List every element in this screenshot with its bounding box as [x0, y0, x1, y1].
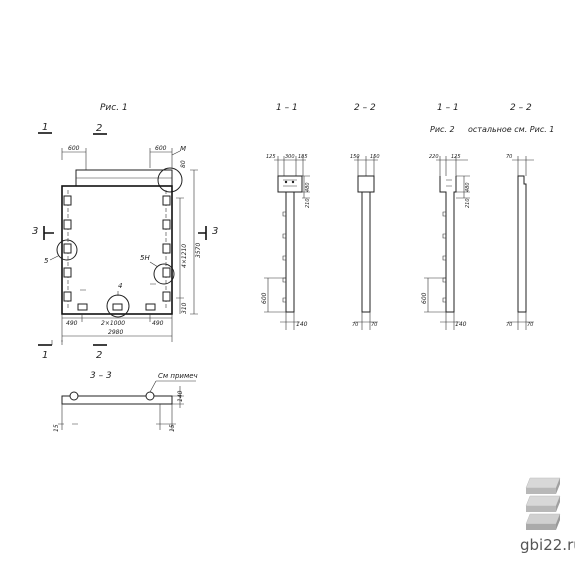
- sec11a-d185: 185: [298, 154, 308, 160]
- sec11a-d600: 600: [261, 292, 268, 304]
- section-1-top-label: 1: [42, 122, 48, 133]
- fig2-title: Рис. 2: [430, 125, 455, 134]
- stacked-slabs-icon: [525, 477, 561, 530]
- left-loops: [63, 195, 72, 302]
- sec11a-d300: 300: [285, 154, 295, 160]
- sec11b-d480: 480: [465, 182, 471, 192]
- sec22a-d150-left: 150: [350, 154, 360, 160]
- right-loops: [162, 195, 171, 302]
- dim-490-left: 490: [66, 320, 78, 327]
- section-33-title: 3 – 3: [90, 371, 112, 381]
- sec22b-d70-top: 70: [506, 154, 512, 160]
- sec11a-d140: 140: [296, 321, 308, 328]
- dim-vertical-total: 3570: [195, 243, 202, 258]
- sec11a-d125: 125: [266, 154, 276, 160]
- sec22a-d70-right: 70: [371, 322, 377, 328]
- site-logo-text[interactable]: gbi22.ru: [520, 536, 575, 554]
- section-1-1-fig2: 1 – 1 220 125 480 210 600 140: [421, 103, 471, 330]
- dim-mid: 2×1000: [101, 320, 125, 327]
- section-1-bottom-label: 1: [42, 350, 48, 361]
- sec22b-d70-left: 70: [506, 322, 512, 328]
- section-3-3: 3 – 3 См примеч 140 15 15: [53, 371, 198, 432]
- sec22b-title: 2 – 2: [510, 103, 532, 113]
- figure-1: Рис. 1 1 2 600 600 М 80: [32, 103, 218, 361]
- section-3-right-label: 3: [212, 226, 218, 237]
- dim-total-width: 2980: [108, 329, 123, 336]
- fig2-note: остальное см. Рис. 1: [468, 125, 554, 134]
- sec22a-d150-right: 150: [370, 154, 380, 160]
- sec11b-d220: 220: [429, 154, 439, 160]
- sec22b-d70-right: 70: [527, 322, 533, 328]
- dim-vertical-inner: 4×1210: [181, 244, 188, 268]
- section-2-2-fig1: 2 – 2 150 150 70 70: [350, 103, 380, 330]
- dim-15-right: 15: [169, 424, 176, 432]
- sec11a-d480: 480: [305, 182, 311, 192]
- figure-2-heading: Рис. 2 остальное см. Рис. 1: [430, 125, 554, 134]
- dim-15-left: 15: [53, 424, 60, 432]
- section-2-top-label: 2: [96, 123, 102, 134]
- sec22a-d70-left: 70: [352, 322, 358, 328]
- label-5n: 5Н: [140, 254, 150, 262]
- section-2-bottom-label: 2: [96, 350, 102, 361]
- label-m: М: [180, 145, 186, 153]
- sec11a-d210: 210: [305, 198, 311, 208]
- panel-outline: [61, 185, 173, 315]
- dim-310: 310: [181, 302, 188, 314]
- sec11b-d125: 125: [451, 154, 461, 160]
- detail-circle-5n: [153, 263, 175, 285]
- sec22a-title: 2 – 2: [354, 103, 376, 113]
- dim-490-right: 490: [152, 320, 164, 327]
- detail-circle-m: [157, 167, 183, 193]
- dim-top-right: 600: [155, 145, 167, 152]
- section-3-left-label: 3: [32, 226, 38, 237]
- section-33-note: См примеч: [158, 372, 198, 380]
- sec11a-title: 1 – 1: [276, 103, 298, 113]
- fig1-title: Рис. 1: [100, 103, 128, 113]
- label-4: 4: [118, 282, 122, 290]
- detail-circle-5: [56, 239, 78, 261]
- dim-80: 80: [180, 160, 187, 168]
- sec11b-title: 1 – 1: [437, 103, 459, 113]
- label-5: 5: [44, 257, 49, 265]
- sec11b-d600: 600: [421, 292, 428, 304]
- dim-top-left: 600: [68, 145, 80, 152]
- dim-140: 140: [177, 390, 184, 402]
- sec11b-d140: 140: [455, 321, 467, 328]
- section-2-2-fig2: 2 – 2 70 70 70: [506, 103, 534, 330]
- sec11b-d210: 210: [465, 198, 471, 208]
- section-1-1-fig1: 1 – 1 125 300 185 480 210 600 140: [261, 103, 311, 330]
